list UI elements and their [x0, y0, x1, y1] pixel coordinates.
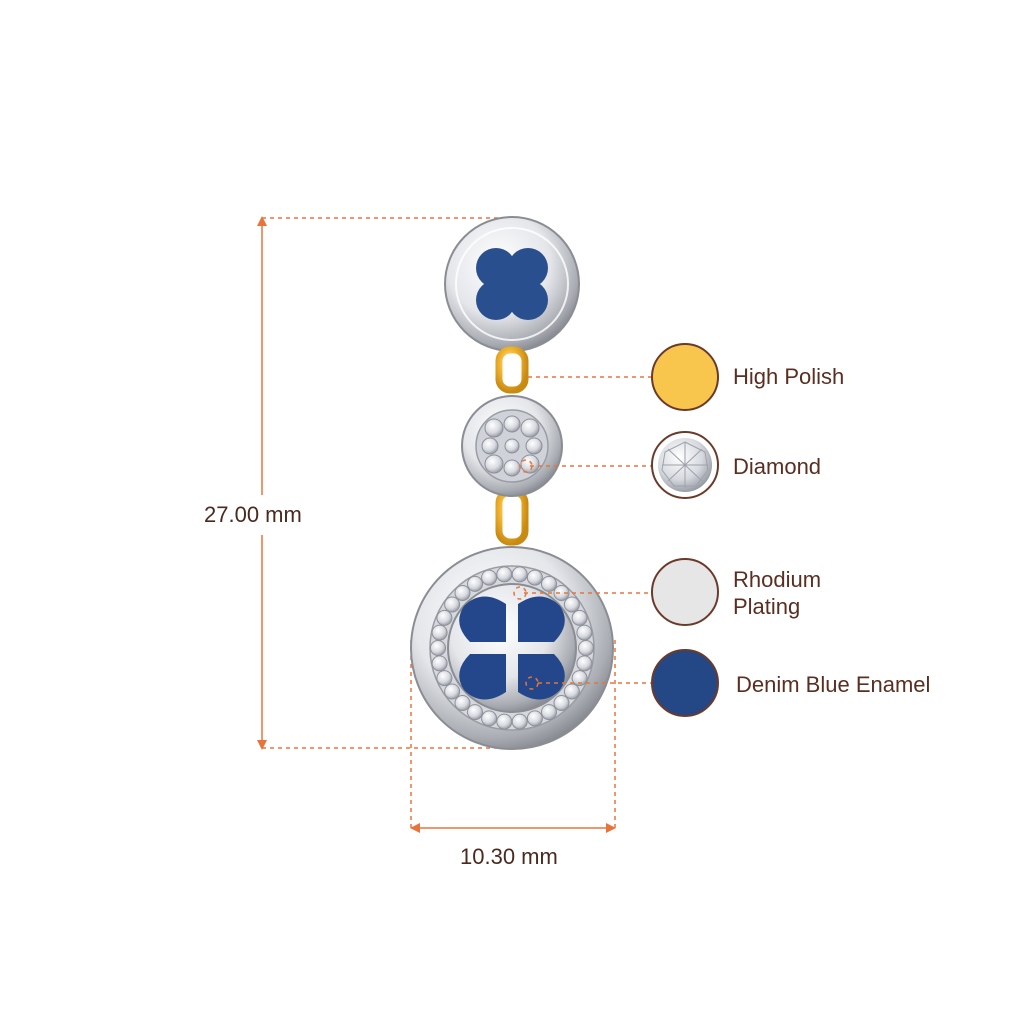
earring-illustration — [410, 216, 614, 750]
width-dimension — [410, 640, 616, 833]
gold-link-lower — [495, 488, 529, 546]
pave-diamond — [578, 640, 594, 656]
pave-diamond — [496, 713, 513, 730]
arrow-left-icon — [410, 823, 420, 833]
height-label: 27.00 mm — [204, 502, 302, 527]
legend-label-enamel: Denim Blue Enamel — [736, 672, 931, 697]
arrow-up-icon — [257, 216, 267, 226]
leader-lines — [513, 376, 652, 690]
arrow-right-icon — [606, 823, 616, 833]
pave-diamond — [436, 670, 453, 687]
clover-enamel-icon — [476, 248, 548, 320]
pendant — [410, 546, 614, 750]
legend-swatches — [651, 343, 719, 717]
pave-diamond — [431, 655, 448, 672]
clover-enamel-large-icon — [459, 596, 565, 700]
pave-diamond — [541, 704, 557, 721]
legend-label-high-polish: High Polish — [733, 364, 845, 389]
legend-label-rhodium: Rhodium Plating — [733, 566, 821, 620]
swatch-rhodium — [651, 558, 719, 626]
pave-diamond — [576, 655, 593, 672]
pave-diamond — [454, 585, 471, 601]
pave-diamond — [496, 566, 513, 583]
swatch-high-polish — [651, 343, 719, 411]
pave-diamond — [430, 640, 446, 656]
width-label: 10.30 mm — [460, 844, 558, 869]
pave-diamond — [467, 704, 483, 721]
marker-rhodium — [513, 586, 527, 600]
gold-link-upper — [495, 346, 529, 394]
pave-diamond — [511, 713, 528, 730]
pave-diamond — [444, 596, 461, 613]
pave-diamond — [431, 624, 448, 641]
swatch-diamond — [651, 431, 719, 499]
pave-diamond — [563, 596, 580, 613]
pave-diamond — [571, 670, 588, 687]
pave-diamond — [553, 695, 570, 711]
pave-diamond — [436, 609, 453, 626]
pave-diamond — [467, 575, 483, 592]
height-dimension — [257, 216, 512, 750]
pave-diamond — [481, 710, 498, 727]
legend-label-rhodium-line2: Plating — [733, 594, 801, 619]
swatch-enamel — [651, 649, 719, 717]
middle-diamond-cluster — [461, 395, 563, 497]
pave-diamond — [511, 566, 528, 583]
pave-diamond — [526, 710, 543, 727]
pave-diamond — [454, 695, 471, 711]
marker-diamond — [519, 459, 533, 473]
pave-diamond — [553, 585, 570, 601]
top-stud — [444, 216, 580, 352]
pave-diamond — [571, 609, 588, 626]
pave-diamond — [526, 569, 543, 586]
legend-label-diamond: Diamond — [733, 454, 822, 479]
legend-label-rhodium-line1: Rhodium — [733, 567, 822, 592]
marker-enamel — [525, 676, 539, 690]
pave-diamond — [481, 569, 498, 586]
pave-diamond — [563, 683, 580, 700]
pave-diamond — [444, 683, 461, 700]
pave-diamond — [541, 575, 557, 592]
pave-diamond-ring — [430, 566, 594, 730]
arrow-down-icon — [257, 740, 267, 750]
pave-diamond — [576, 624, 593, 641]
